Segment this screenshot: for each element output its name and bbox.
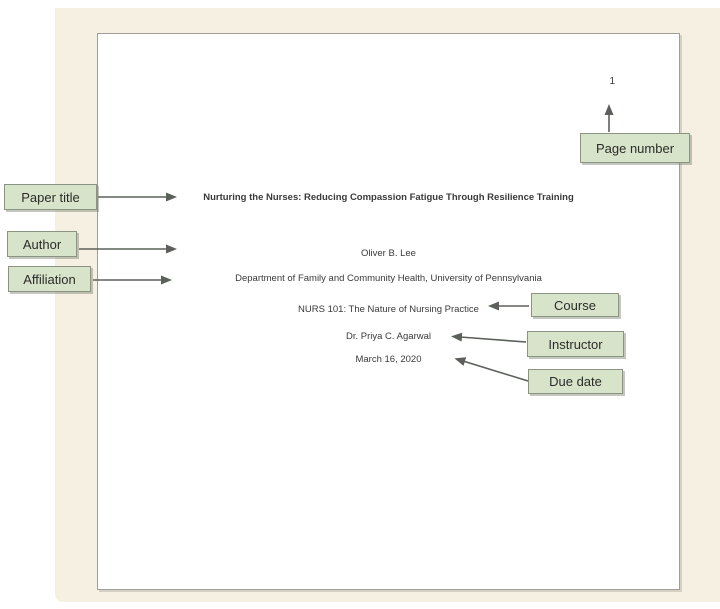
- callout-course-label: Course: [554, 297, 596, 313]
- document-page-number: 1: [609, 76, 615, 87]
- callout-page-number: Page number: [580, 133, 690, 163]
- callout-paper-title: Paper title: [4, 184, 97, 210]
- document-paper-title: Nurturing the Nurses: Reducing Compassio…: [203, 192, 574, 203]
- callout-paper-title-label: Paper title: [21, 189, 80, 205]
- callout-due-date-label: Due date: [549, 374, 602, 389]
- callout-affiliation-label: Affiliation: [23, 271, 76, 287]
- callout-page-number-label: Page number: [595, 140, 675, 156]
- callout-instructor: Instructor: [527, 331, 624, 357]
- callout-course: Course: [531, 293, 619, 317]
- callout-author-label: Author: [22, 236, 62, 252]
- callout-instructor-label: Instructor: [548, 336, 603, 352]
- document-author: Oliver B. Lee: [361, 248, 416, 259]
- document-instructor: Dr. Priya C. Agarwal: [346, 331, 431, 342]
- document-affiliation: Department of Family and Community Healt…: [235, 273, 542, 284]
- callout-affiliation: Affiliation: [8, 266, 91, 292]
- document-due-date: March 16, 2020: [355, 354, 422, 365]
- callout-due-date: Due date: [528, 369, 623, 394]
- document-course: NURS 101: The Nature of Nursing Practice: [298, 304, 479, 315]
- callout-author: Author: [7, 231, 77, 257]
